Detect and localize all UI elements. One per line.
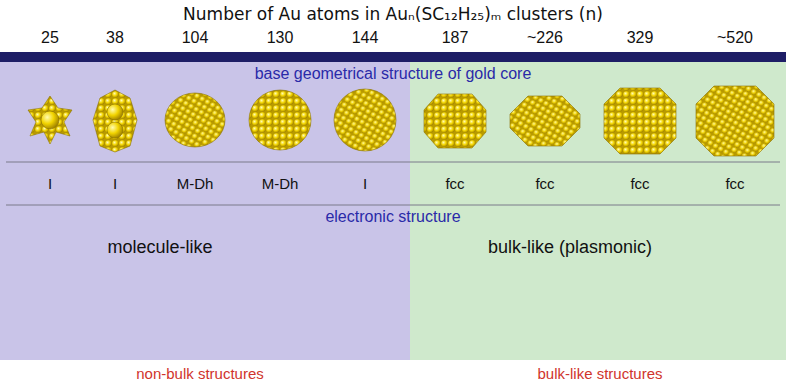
gold-clusters	[28, 86, 774, 156]
atom-count: 25	[41, 29, 59, 47]
region-label: bulk-like (plasmonic)	[488, 238, 652, 258]
structure-type: M-Dh	[177, 176, 214, 193]
structure-type: I	[363, 176, 367, 193]
structure-type: I	[48, 176, 52, 193]
atom-count: ~520	[717, 29, 753, 47]
structure-type: fcc	[630, 176, 649, 193]
atom-count: 104	[182, 29, 209, 47]
structure-type: M-Dh	[262, 176, 299, 193]
structure-type: fcc	[445, 176, 464, 193]
region-label: molecule-like	[107, 238, 212, 258]
section-heading: electronic structure	[325, 208, 460, 226]
divider-line	[6, 205, 780, 206]
section-heading: base geometrical structure of gold core	[255, 65, 532, 83]
atom-count: 144	[352, 29, 379, 47]
top-bar	[0, 52, 786, 62]
atom-count: 130	[267, 29, 294, 47]
divider-line	[6, 162, 780, 163]
atom-count: ~226	[527, 29, 563, 47]
atom-count: 187	[442, 29, 469, 47]
chart-title: Number of Au atoms in Auₙ(SC₁₂H₂₅)ₘ clus…	[183, 5, 603, 24]
structure-class: bulk-like structures	[537, 366, 662, 383]
structure-class: non-bulk structures	[136, 366, 264, 383]
structure-type: I	[113, 176, 117, 193]
atom-count: 38	[106, 29, 124, 47]
structure-type: fcc	[535, 176, 554, 193]
structure-type: fcc	[725, 176, 744, 193]
atom-count: 329	[627, 29, 654, 47]
